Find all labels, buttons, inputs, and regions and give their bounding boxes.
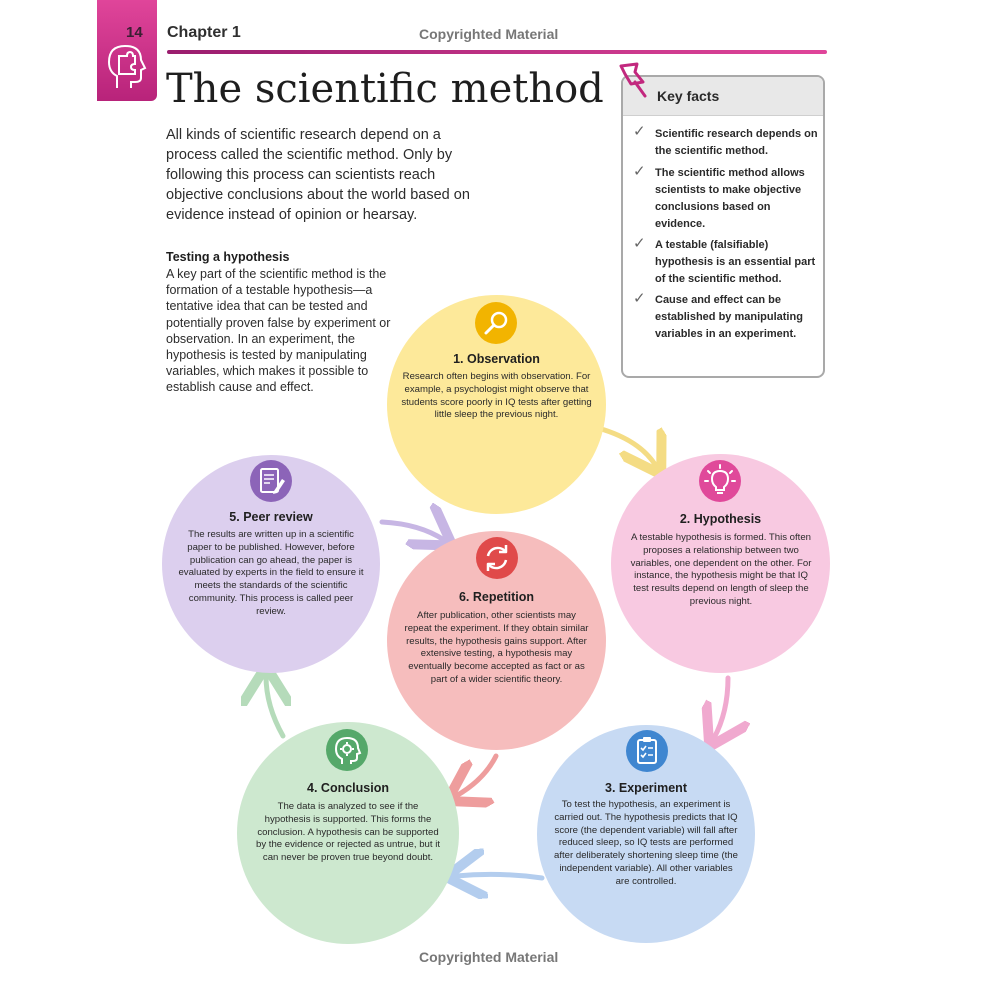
arrow-peer-review-repetition [379, 522, 444, 540]
step-description: A testable hypothesis is formed. This of… [630, 532, 812, 607]
head-puzzle-icon [107, 44, 147, 88]
step-description: The results are written up in a scientif… [178, 529, 364, 617]
key-facts-title: Key facts [657, 88, 720, 104]
key-facts-box: Key facts ✓ Scientific research depends … [621, 75, 825, 378]
step-title: 1. Observation [453, 352, 540, 366]
magnifier-icon [475, 302, 517, 344]
key-facts-header: Key facts [623, 77, 823, 116]
document-pen-icon [250, 460, 292, 502]
step-title: 2. Hypothesis [679, 512, 762, 526]
arrow-observation-hypothesis [595, 425, 656, 466]
step-title: 6. Repetition [458, 590, 534, 604]
step-description: Research often begins with observation. … [401, 371, 592, 421]
step-title: 3. Experiment [605, 781, 687, 795]
copyright-header: Copyrighted Material [419, 26, 559, 42]
page-number: 14 [126, 24, 143, 41]
header-rule [167, 50, 827, 54]
testing-paragraph: A key part of the scientific method is t… [166, 267, 391, 395]
page-title: The scientific method [166, 66, 604, 112]
check-icon: ✓ [633, 290, 646, 307]
cycle-arrows-icon [476, 537, 518, 579]
key-fact-item: A testable (falsifiable) hypothesis is a… [655, 239, 816, 285]
lightbulb-icon [699, 460, 741, 502]
step-description: To test the hypothesis, an experiment is… [554, 799, 738, 887]
check-icon: ✓ [633, 235, 646, 252]
pushpin-icon [619, 62, 647, 98]
testing-heading: Testing a hypothesis [166, 250, 290, 264]
arrow-experiment-conclusion [456, 874, 545, 878]
step-description: After publication, other scientists may … [404, 610, 589, 685]
copyright-footer: Copyrighted Material [419, 949, 559, 965]
head-gear-icon [326, 729, 368, 771]
step-title: 4. Conclusion [307, 781, 389, 795]
check-icon: ✓ [633, 163, 646, 180]
key-fact-item: Scientific research depends on the scien… [655, 128, 818, 157]
arrow-repetition-conclusion [456, 753, 499, 796]
step-title: 5. Peer review [229, 510, 313, 524]
key-fact-item: Cause and effect can be established by m… [655, 294, 803, 340]
arrow-conclusion-peer-review [266, 676, 283, 739]
key-fact-item: The scientific method allows scientists … [655, 167, 805, 230]
check-icon: ✓ [633, 123, 646, 140]
chapter-tab [97, 0, 157, 101]
arrow-hypothesis-experiment [714, 675, 728, 738]
chapter-label: Chapter 1 [167, 24, 241, 41]
clipboard-icon [626, 730, 668, 772]
step-description: The data is analyzed to see if the hypot… [256, 801, 440, 864]
intro-paragraph: All kinds of scientific research depend … [166, 127, 470, 223]
